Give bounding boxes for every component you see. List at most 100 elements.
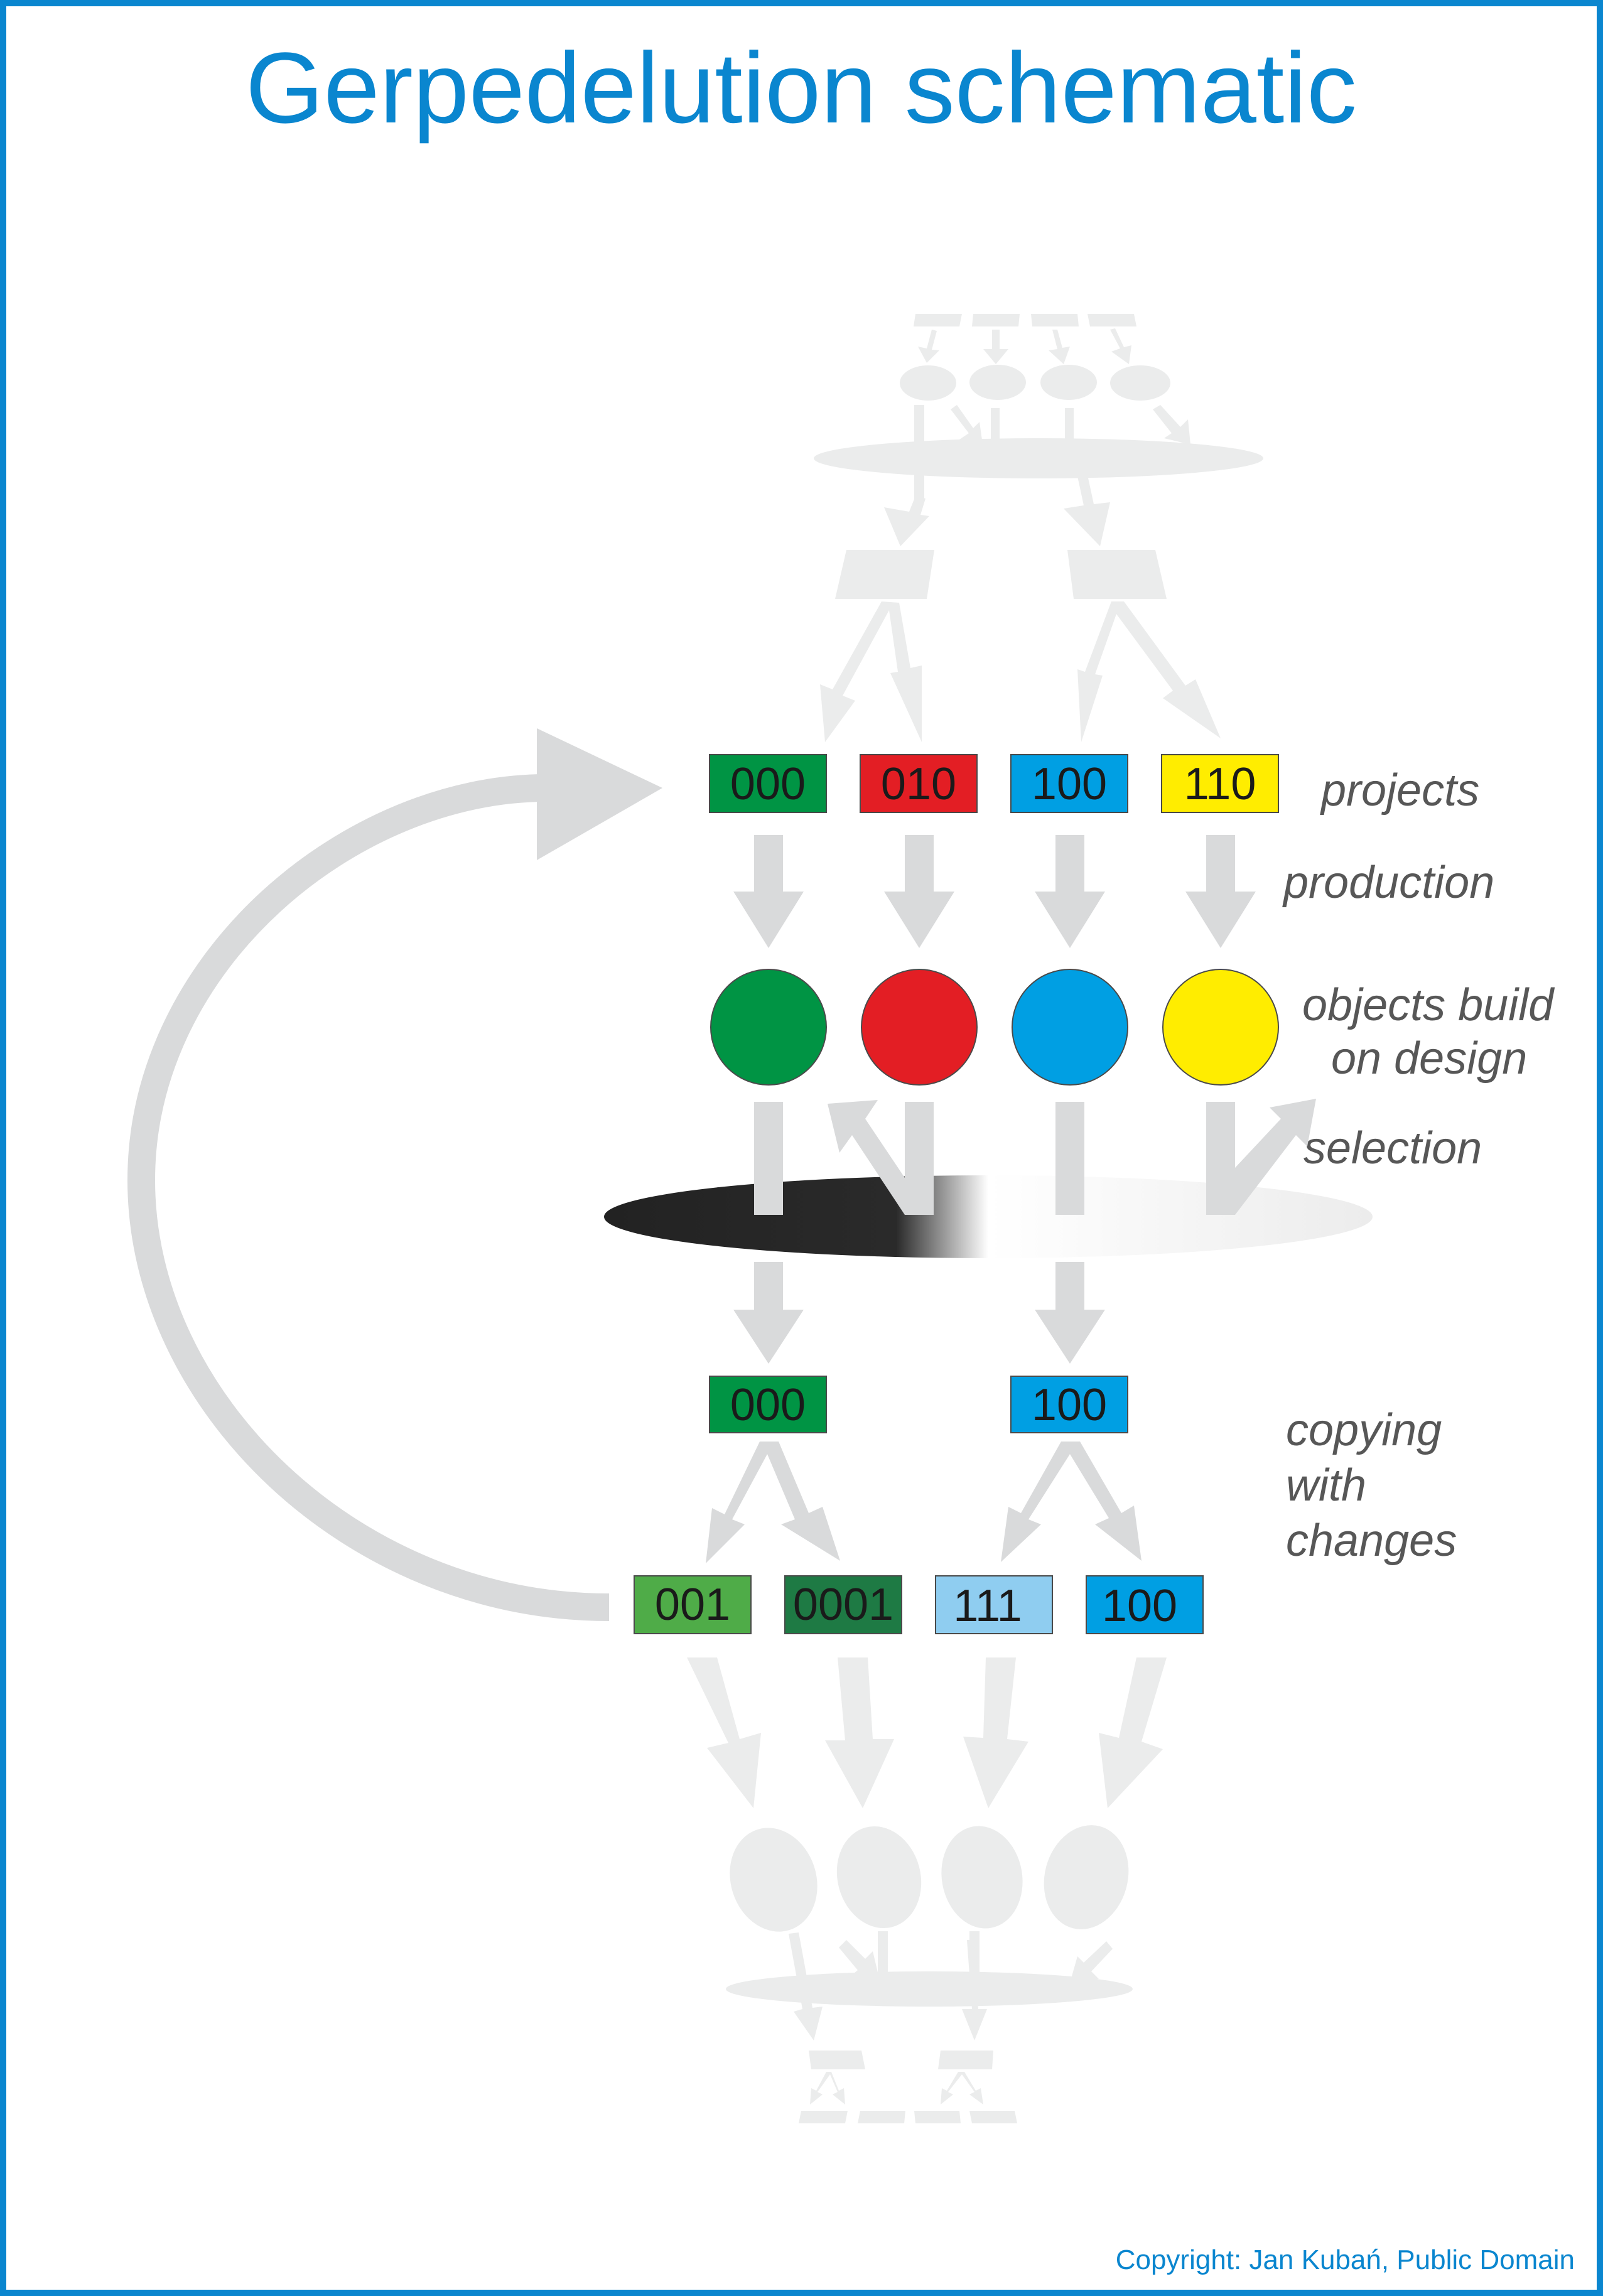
- faint-project-shape: [1067, 550, 1167, 599]
- faint-arrow: [1099, 1657, 1167, 1808]
- faint-arrow: [951, 405, 983, 445]
- faint-arrow: [820, 601, 922, 742]
- faint-arrow: [884, 496, 929, 546]
- selected-box: [709, 1376, 827, 1433]
- feedback-loop: [127, 728, 662, 1621]
- faint-egg: [941, 1826, 1023, 1929]
- production-arrows: [733, 835, 1256, 948]
- object-circle: [1012, 969, 1128, 1086]
- faint-arrow: [941, 2072, 983, 2105]
- production-arrow: [884, 835, 954, 948]
- label-objects-line1: objects build: [1302, 980, 1555, 1030]
- faint-arrow: [1110, 328, 1131, 364]
- project-code: 100: [1032, 759, 1107, 809]
- faint-arrow: [810, 2072, 845, 2105]
- offspring-code: 001: [655, 1580, 730, 1630]
- offspring-row: 001 0001 111 100: [634, 1575, 1204, 1634]
- faint-selection-ellipse: [814, 438, 1263, 478]
- faint-arrow-stem: [1065, 408, 1074, 477]
- copyright-note: Copyright: Jan Kubań, Public Domain: [1116, 2245, 1575, 2275]
- faint-arrow: [789, 1932, 823, 2040]
- faint-project-shape: [1088, 314, 1136, 326]
- selected-code: 000: [730, 1380, 806, 1430]
- faint-object: [1110, 365, 1170, 401]
- faint-arrow: [983, 330, 1008, 364]
- project-code: 000: [730, 759, 806, 809]
- faint-arrow: [962, 1940, 987, 2040]
- label-copying-line3: changes: [1286, 1516, 1457, 1566]
- faint-arrow-stem: [991, 408, 1000, 477]
- faint-object: [969, 365, 1026, 400]
- offspring-code: 111: [953, 1581, 1022, 1631]
- project-box: [1161, 754, 1279, 813]
- faint-arrow: [1070, 1941, 1113, 1983]
- copy-arrow: [706, 1442, 840, 1563]
- faint-egg: [730, 1828, 818, 1932]
- rejected-arrow: [828, 1100, 934, 1215]
- faint-project-shape: [799, 2111, 848, 2123]
- copy-arrow: [1001, 1442, 1142, 1562]
- selected-row: 000 100: [709, 1376, 1128, 1433]
- offspring-box: [1086, 1575, 1204, 1634]
- faint-project-shape: [914, 314, 962, 326]
- selection-arrows: [733, 1099, 1316, 1364]
- selection-stem: [1055, 1102, 1084, 1215]
- offspring-box: [634, 1575, 752, 1634]
- previous-generation-group: [814, 314, 1263, 742]
- faint-project-shape: [858, 2111, 905, 2123]
- selection-ellipse: [604, 1175, 1373, 1258]
- faint-arrow: [963, 1657, 1028, 1808]
- label-projects: projects: [1320, 765, 1479, 816]
- selected-code: 100: [1032, 1380, 1107, 1430]
- projects-row: 000 010 100 110: [709, 754, 1279, 813]
- selected-arrow: [1035, 1262, 1105, 1364]
- object-circle: [861, 969, 978, 1086]
- offspring-box: [784, 1575, 902, 1634]
- faint-project-shape: [969, 2111, 1017, 2123]
- faint-arrow: [839, 1940, 879, 1978]
- faint-arrow: [1049, 330, 1070, 364]
- project-box: [1010, 754, 1128, 813]
- feedback-loop-arrowhead: [537, 728, 662, 860]
- rejected-arrow: [1206, 1099, 1316, 1215]
- offspring-code: 0001: [793, 1580, 893, 1630]
- faint-project-shape: [835, 550, 934, 599]
- project-code: 110: [1184, 759, 1256, 809]
- faint-project-shape: [1031, 314, 1079, 326]
- faint-project-shape: [938, 2051, 993, 2069]
- faint-selection-ellipse: [726, 1971, 1133, 2007]
- faint-egg: [1044, 1825, 1129, 1929]
- faint-arrow: [687, 1657, 761, 1808]
- faint-arrow-stem: [878, 1931, 888, 1975]
- project-code: 010: [881, 759, 956, 809]
- project-box: [709, 754, 827, 813]
- faint-arrow-stem: [914, 405, 924, 499]
- production-arrow: [733, 835, 804, 948]
- copying-arrows: [706, 1442, 1142, 1563]
- feedback-loop-arc: [127, 774, 610, 1621]
- project-box: [860, 754, 978, 813]
- faint-project-shape: [809, 2051, 865, 2069]
- faint-arrow: [1153, 405, 1190, 445]
- faint-arrow: [918, 330, 939, 363]
- object-circle: [710, 969, 827, 1086]
- label-copying-line2: with: [1286, 1460, 1366, 1511]
- faint-arrow: [825, 1657, 894, 1808]
- label-copying-line1: copying: [1286, 1405, 1442, 1455]
- production-arrow: [1035, 835, 1105, 948]
- faint-arrow: [1077, 601, 1221, 742]
- faint-project-shape: [914, 2111, 961, 2123]
- diagram-title: Gerpedelution schematic: [246, 31, 1357, 144]
- selected-box: [1010, 1376, 1128, 1433]
- selection-stem: [754, 1102, 783, 1215]
- selected-arrow: [733, 1262, 804, 1364]
- offspring-code: 100: [1102, 1581, 1177, 1631]
- label-objects-line2: on design: [1331, 1033, 1527, 1084]
- label-production: production: [1282, 858, 1494, 908]
- label-selection: selection: [1303, 1123, 1482, 1173]
- faint-arrow: [1064, 463, 1110, 546]
- faint-object: [900, 365, 956, 401]
- objects-row: [710, 969, 1279, 1086]
